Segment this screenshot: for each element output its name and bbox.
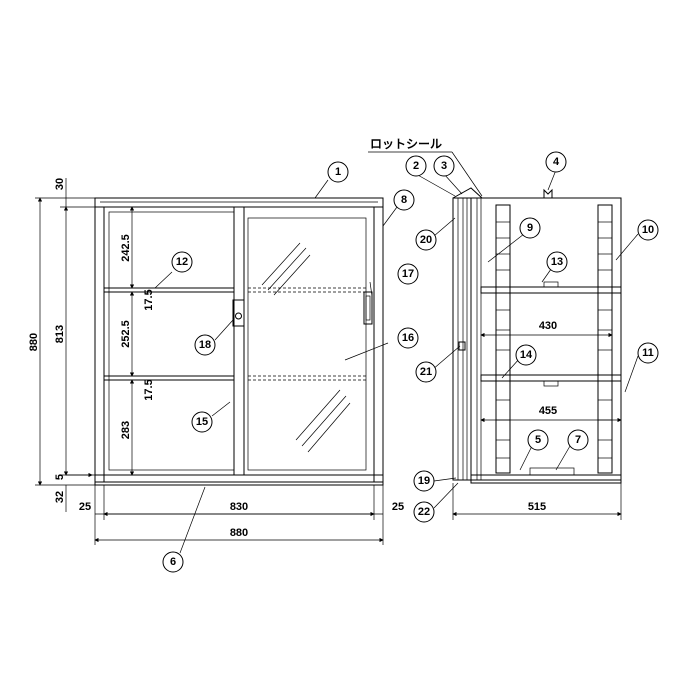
svg-text:22: 22 <box>418 506 430 518</box>
front-view <box>94 197 384 486</box>
dim-inner-height: 813 <box>54 325 66 343</box>
svg-text:9: 9 <box>527 222 533 234</box>
dim-shelf-depth-lower: 455 <box>539 405 557 417</box>
svg-text:20: 20 <box>420 234 432 246</box>
callout-10: 10 <box>637 219 659 241</box>
callout-3: 3 <box>433 155 455 177</box>
dim-lower-space: 283 <box>120 421 132 439</box>
cabinet-body <box>94 206 384 483</box>
callout-18: 18 <box>194 334 216 356</box>
side-base <box>470 474 622 484</box>
callout-5: 5 <box>527 429 549 451</box>
svg-text:21: 21 <box>420 366 432 378</box>
front-dimensions: 880 813 30 5 32 242.5 252.5 283 17.5 17.… <box>28 178 404 545</box>
callout-11: 11 <box>637 342 659 364</box>
dim-inner-width: 830 <box>230 501 248 513</box>
dim-total-depth: 515 <box>528 501 546 513</box>
callout-20: 20 <box>415 229 437 251</box>
callout-17: 17 <box>397 263 419 285</box>
dim-shelf-thickness-2: 17.5 <box>143 379 155 400</box>
callout-12: 12 <box>171 251 193 273</box>
svg-text:16: 16 <box>402 332 414 344</box>
side-shelf-upper <box>480 286 622 294</box>
dim-right-margin: 25 <box>392 501 404 513</box>
svg-text:15: 15 <box>196 416 208 428</box>
svg-text:19: 19 <box>418 475 430 487</box>
callout-2: 2 <box>405 155 427 177</box>
lock <box>232 299 245 327</box>
callout-16: 16 <box>397 327 419 349</box>
lot-seal-label: ロットシール <box>370 137 442 151</box>
svg-text:18: 18 <box>199 339 211 351</box>
callout-6: 6 <box>162 551 184 573</box>
svg-text:5: 5 <box>535 434 541 446</box>
svg-text:11: 11 <box>642 347 654 359</box>
dim-shelf-thickness-1: 17.5 <box>143 289 155 310</box>
svg-text:14: 14 <box>520 349 533 361</box>
svg-text:4: 4 <box>553 156 560 168</box>
dim-bottom-gap: 5 <box>54 474 66 480</box>
side-dimensions: 430 455 515 <box>452 320 622 520</box>
svg-text:10: 10 <box>642 224 654 236</box>
callout-13: 13 <box>546 251 568 273</box>
top-plate <box>94 197 384 208</box>
support-post-back <box>597 204 613 474</box>
door-handle <box>363 291 373 325</box>
callout-4: 4 <box>545 151 567 173</box>
dim-shelf-depth-upper: 430 <box>539 320 557 332</box>
svg-text:3: 3 <box>441 160 447 172</box>
svg-text:17: 17 <box>402 268 414 280</box>
callout-9: 9 <box>519 217 541 239</box>
callout-7: 7 <box>567 429 589 451</box>
svg-text:7: 7 <box>575 434 581 446</box>
side-door-panel <box>452 197 472 481</box>
dim-middle-space: 252.5 <box>120 320 132 348</box>
callout-21: 21 <box>415 361 437 383</box>
dim-base-height: 32 <box>54 491 66 503</box>
svg-text:1: 1 <box>335 166 341 178</box>
side-body <box>470 197 622 481</box>
svg-text:13: 13 <box>551 256 563 268</box>
svg-text:2: 2 <box>413 160 419 172</box>
support-post-front <box>495 204 511 474</box>
leader-lines <box>154 169 639 554</box>
dim-total-width: 880 <box>230 527 248 539</box>
right-door <box>243 206 375 476</box>
callout-1: 1 <box>327 161 349 183</box>
svg-text:12: 12 <box>176 256 188 268</box>
callout-19: 19 <box>413 470 435 492</box>
dim-top-gap: 30 <box>54 178 66 190</box>
callout-22: 22 <box>413 501 435 523</box>
callout-15: 15 <box>191 411 213 433</box>
callout-8: 8 <box>393 189 415 211</box>
svg-text:6: 6 <box>170 556 176 568</box>
dim-left-margin: 25 <box>79 501 91 513</box>
svg-text:8: 8 <box>401 194 407 206</box>
base-plinth <box>94 474 384 486</box>
callout-bubbles: 1 2 3 4 5 6 7 8 9 10 11 12 13 14 15 16 1… <box>162 151 659 573</box>
dim-upper-space: 242.5 <box>120 234 132 262</box>
dim-total-height: 880 <box>28 333 40 351</box>
callout-14: 14 <box>515 344 537 366</box>
side-view <box>452 187 622 484</box>
